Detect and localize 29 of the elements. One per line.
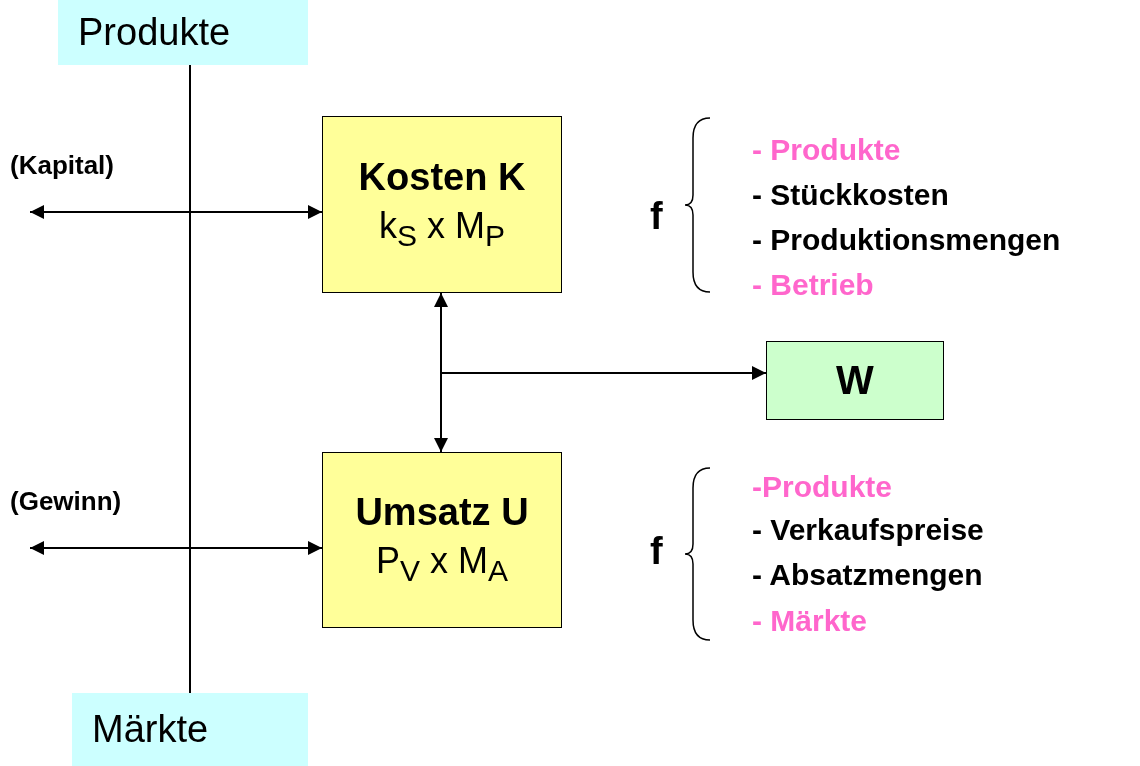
list-item: - Verkaufspreise xyxy=(752,515,984,545)
result-box xyxy=(766,341,944,420)
node-label: W xyxy=(836,358,874,403)
node-label: Märkte xyxy=(92,708,209,751)
node-title: Umsatz U xyxy=(355,491,529,535)
formula-box xyxy=(322,452,562,628)
arrow xyxy=(29,541,323,555)
text-box xyxy=(72,693,308,766)
list-item: - Stückkosten xyxy=(752,180,949,210)
list-item: - Produkte xyxy=(752,135,901,165)
arrow xyxy=(434,292,448,453)
formula-box xyxy=(322,116,562,293)
function-symbol: f xyxy=(650,197,663,235)
list-item: - Betrieb xyxy=(752,270,874,300)
node-title: Kosten K xyxy=(358,155,526,199)
list-item: - Produktionsmengen xyxy=(752,225,1061,255)
node-label: Produkte xyxy=(78,11,231,54)
edge-label: (Gewinn) xyxy=(10,488,122,514)
connector-line xyxy=(189,64,191,694)
edge-label: (Kapital) xyxy=(10,152,114,178)
function-symbol: f xyxy=(650,532,663,570)
text-box xyxy=(58,0,308,65)
arrow xyxy=(440,366,767,380)
formula: P$_{V}$ x M$_{A}$ xyxy=(375,540,508,589)
arrow xyxy=(29,205,323,219)
list-item: - Absatzmengen xyxy=(752,560,983,590)
list-item: - Märkte xyxy=(752,606,868,636)
formula: k$_{S}$ x M$_{P}$ xyxy=(379,204,505,254)
list-item: -Produkte xyxy=(752,472,892,502)
